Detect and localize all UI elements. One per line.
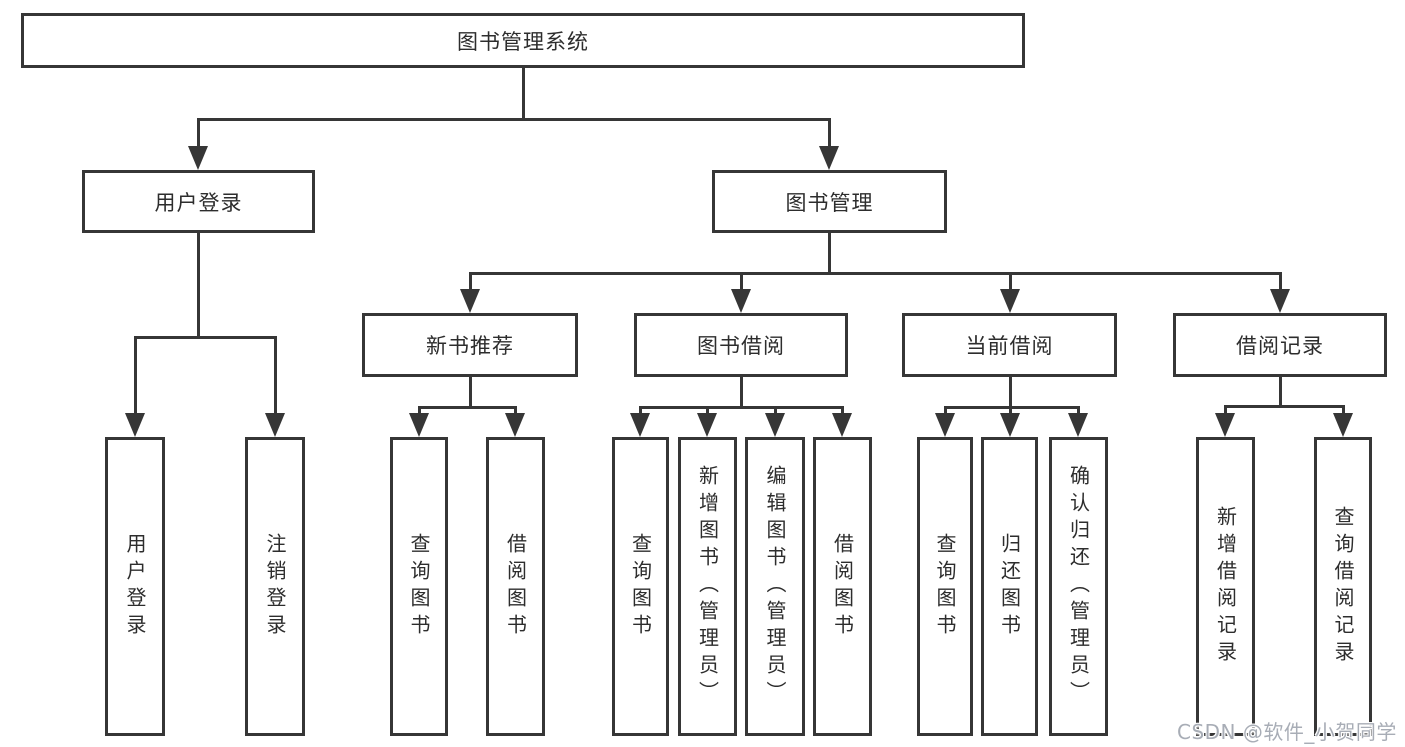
- connector-line: [706, 406, 709, 418]
- connector-line: [469, 272, 472, 292]
- node-label: 图书借阅: [697, 334, 785, 358]
- connector-line: [197, 118, 830, 121]
- connector-line: [1224, 405, 1344, 408]
- arrow-down-icon: [505, 413, 525, 437]
- node-label: 用户登录: [123, 532, 147, 641]
- node-book-management: 图书管理: [712, 170, 947, 233]
- node-label: 借阅图书: [830, 532, 855, 641]
- connector-line: [740, 272, 743, 292]
- connector-line: [418, 406, 421, 418]
- arrow-down-icon: [265, 413, 285, 437]
- connector-line: [469, 272, 1281, 275]
- node-label: 当前借阅: [965, 334, 1054, 358]
- node-label: 查询图书: [628, 532, 653, 641]
- node-book-borrow: 图书借阅: [634, 313, 848, 377]
- leaf-add-borrow-record: 新增借阅记录: [1196, 437, 1255, 736]
- arrow-down-icon: [935, 413, 955, 437]
- connector-line: [944, 406, 947, 418]
- arrow-down-icon: [460, 289, 480, 313]
- connector-line: [1224, 405, 1227, 418]
- connector-line: [1009, 377, 1012, 406]
- node-library-system: 图书管理系统: [21, 13, 1025, 68]
- arrow-down-icon: [125, 413, 145, 437]
- connector-line: [828, 233, 831, 272]
- arrow-down-icon: [1068, 413, 1088, 437]
- arrow-down-icon: [1215, 413, 1235, 437]
- arrow-down-icon: [819, 146, 839, 170]
- connector-line: [828, 118, 831, 150]
- connector-line: [1279, 377, 1282, 405]
- connector-line: [1342, 405, 1345, 418]
- arrow-down-icon: [630, 413, 650, 437]
- node-label: 注销登录: [263, 532, 287, 641]
- connector-line: [197, 233, 200, 336]
- arrow-down-icon: [1270, 289, 1290, 313]
- connector-line: [274, 336, 277, 418]
- connector-line: [639, 406, 642, 418]
- connector-line: [1009, 406, 1012, 418]
- leaf-borrow-book-1: 借阅图书: [486, 437, 545, 736]
- connector-line: [418, 406, 517, 409]
- leaf-add-book-admin: 新增图书（管理员）: [678, 437, 737, 736]
- node-label: 借阅记录: [1236, 334, 1324, 358]
- leaf-return-book: 归还图书: [981, 437, 1038, 736]
- node-label: 借阅图书: [503, 532, 528, 641]
- arrow-down-icon: [832, 413, 852, 437]
- arrow-down-icon: [731, 289, 751, 313]
- node-user-login: 用户登录: [82, 170, 315, 233]
- connector-line: [774, 406, 777, 418]
- connector-line: [1009, 272, 1012, 292]
- connector-line: [740, 377, 743, 406]
- node-borrow-records: 借阅记录: [1173, 313, 1387, 377]
- node-label: 编辑图书（管理员）: [763, 465, 787, 708]
- node-label: 用户登录: [154, 190, 243, 215]
- node-label: 确认归还（管理员）: [1066, 465, 1091, 708]
- leaf-query-book-3: 查询图书: [917, 437, 973, 736]
- leaf-query-book-2: 查询图书: [612, 437, 669, 736]
- leaf-confirm-return-admin: 确认归还（管理员）: [1049, 437, 1108, 736]
- node-label: 查询图书: [407, 532, 431, 641]
- connector-line: [134, 336, 137, 418]
- node-label: 查询借阅记录: [1331, 505, 1355, 668]
- arrow-down-icon: [188, 146, 208, 170]
- node-label: 图书管理系统: [457, 29, 589, 54]
- node-label: 新书推荐: [426, 334, 514, 358]
- node-current-borrow: 当前借阅: [902, 313, 1117, 377]
- leaf-edit-book-admin: 编辑图书（管理员）: [745, 437, 805, 736]
- node-label: 图书管理: [785, 190, 874, 215]
- node-new-book-recommend: 新书推荐: [362, 313, 578, 377]
- arrow-down-icon: [1333, 413, 1353, 437]
- node-label: 新增借阅记录: [1213, 505, 1238, 668]
- connector-line: [514, 406, 517, 418]
- connector-line: [197, 118, 200, 150]
- leaf-logout: 注销登录: [245, 437, 305, 736]
- connector-line: [522, 68, 525, 118]
- node-label: 查询图书: [933, 532, 957, 641]
- leaf-borrow-book-2: 借阅图书: [813, 437, 872, 736]
- arrow-down-icon: [697, 413, 717, 437]
- connector-line: [841, 406, 844, 418]
- connector-line: [134, 336, 276, 339]
- arrow-down-icon: [765, 413, 785, 437]
- leaf-query-book-1: 查询图书: [390, 437, 448, 736]
- arrow-down-icon: [1000, 413, 1020, 437]
- csdn-watermark: CSDN @软件_小贺同学: [1177, 720, 1397, 744]
- connector-line: [469, 377, 472, 406]
- node-label: 归还图书: [997, 532, 1022, 641]
- arrow-down-icon: [409, 413, 429, 437]
- arrow-down-icon: [1000, 289, 1020, 313]
- connector-line: [1279, 272, 1282, 292]
- connector-line: [639, 406, 844, 409]
- connector-line: [1077, 406, 1080, 418]
- leaf-user-login: 用户登录: [105, 437, 165, 736]
- node-label: 新增图书（管理员）: [695, 465, 720, 708]
- leaf-query-borrow-record: 查询借阅记录: [1314, 437, 1372, 736]
